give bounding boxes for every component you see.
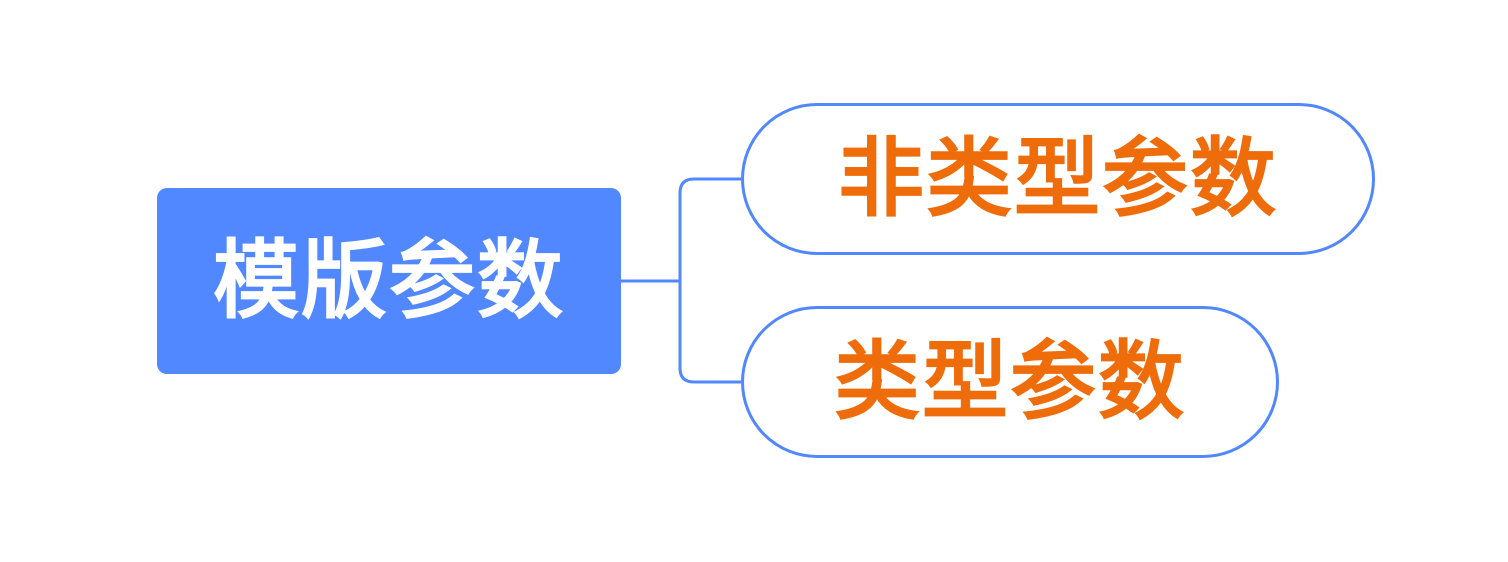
child-node-non-type-parameter[interactable]: 非类型参数 — [741, 103, 1375, 255]
child-node-label: 类型参数 — [834, 332, 1186, 432]
child-node-label: 非类型参数 — [838, 129, 1278, 229]
connector-branch-1 — [678, 177, 741, 281]
child-node-type-parameter[interactable]: 类型参数 — [741, 306, 1279, 458]
root-node[interactable]: 模版参数 — [157, 188, 621, 374]
root-node-label: 模版参数 — [213, 231, 565, 331]
connector-branch-2 — [678, 281, 741, 384]
